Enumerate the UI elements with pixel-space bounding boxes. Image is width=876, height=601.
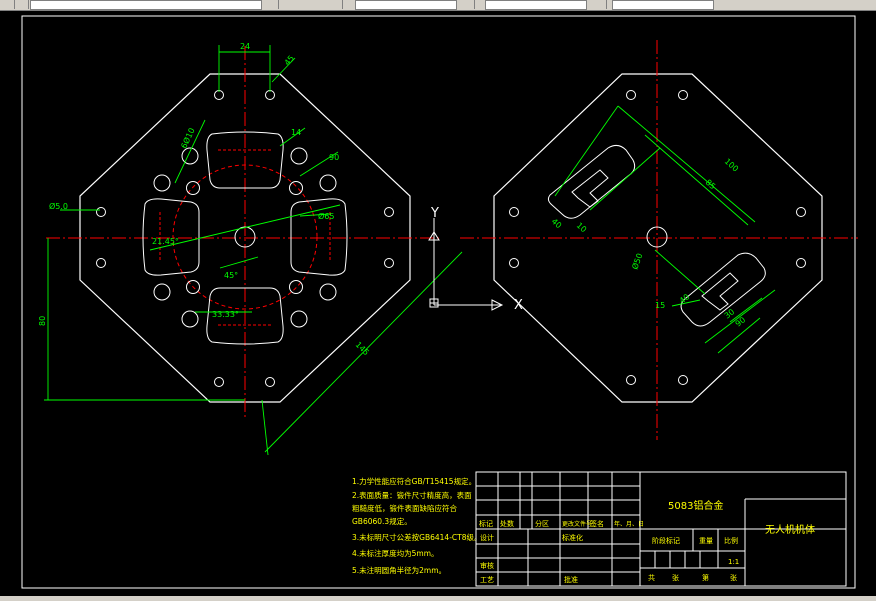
- sheets-di: 第: [702, 573, 709, 582]
- th-sign: 签名: [590, 519, 604, 528]
- dim-24: 24: [240, 42, 250, 51]
- right-outline: [493, 73, 823, 403]
- color-dropdown[interactable]: [355, 0, 457, 10]
- row-std: 标准化: [562, 533, 583, 542]
- axis-x-label: X: [514, 298, 523, 313]
- hidden-lines: [159, 149, 331, 326]
- scale-value: 1:1: [728, 558, 739, 566]
- toolbar-button[interactable]: [462, 0, 475, 9]
- dim-65: Ø65: [318, 211, 334, 221]
- right-mount-holes: [509, 90, 806, 385]
- status-bar: [0, 596, 876, 601]
- note-line: 1.力学性能应符合GB/T15415规定。: [352, 476, 476, 486]
- left-view: 24 45 6Ø10 14 90 Ø5.0 21.45° Ø65 45° 33.…: [38, 42, 463, 456]
- sheets-zhang2: 张: [730, 573, 737, 582]
- dim-phi-50: Ø50: [629, 252, 644, 271]
- sheets-zhang: 张: [672, 573, 679, 582]
- th-mark: 标记: [479, 519, 493, 528]
- dim-100: 100: [723, 157, 740, 174]
- dim-10: 10: [575, 221, 589, 235]
- note-line: 5.未注明圆角半径为2mm。: [352, 565, 446, 575]
- cad-toolbar: [0, 0, 876, 11]
- th-zone: 分区: [535, 519, 549, 528]
- row-approve: 批准: [564, 575, 578, 584]
- title-block-text: 5083铝合金 无人机机体 标记 处数 分区 更改文件号 签名 年、月、日 设计…: [479, 499, 815, 584]
- toolbar-button[interactable]: [16, 0, 29, 9]
- technical-notes: 1.力学性能应符合GB/T15415规定。 2.表面质量：锻件尺寸精度高，表面 …: [352, 476, 482, 575]
- dim-phi-left: Ø5.0: [49, 201, 68, 211]
- material-text: 5083铝合金: [668, 499, 723, 512]
- th-count: 处数: [500, 519, 514, 528]
- toolbar-button[interactable]: [594, 0, 607, 9]
- note-line: GB6060.3规定。: [352, 516, 412, 526]
- right-view: 100 85 40 10 Ø50 15 40 30 90: [460, 40, 858, 440]
- row-review: 审核: [480, 561, 494, 570]
- note-line: 4.未标注厚度均为5mm。: [352, 548, 439, 558]
- pitch-circle: [172, 164, 318, 310]
- dim-40-b: 40: [678, 292, 692, 305]
- dim-145: 145: [354, 340, 371, 357]
- right-center-hole: [646, 226, 668, 248]
- ring-holes: [153, 147, 337, 328]
- lineweight-dropdown[interactable]: [612, 0, 714, 10]
- sheets-total: 共: [648, 573, 655, 582]
- note-line: 粗糙度低，锻件表面缺陷应符合: [352, 503, 457, 513]
- axis-y-label: Y: [430, 206, 439, 221]
- dropdown-arrow-icon[interactable]: [266, 0, 279, 9]
- dim-45: 45: [283, 54, 296, 68]
- ucs-icon: Y X: [428, 206, 523, 313]
- row-stage: 阶段标记: [652, 536, 680, 545]
- row-scale: 比例: [724, 536, 738, 545]
- toolbar-button[interactable]: [2, 0, 15, 9]
- cad-drawing-canvas[interactable]: 24 45 6Ø10 14 90 Ø5.0 21.45° Ø65 45° 33.…: [0, 10, 876, 596]
- part-name-text: 无人机机体: [765, 523, 815, 536]
- dim-14: 14: [291, 128, 301, 137]
- pockets: [142, 131, 348, 345]
- row-process: 工艺: [480, 576, 494, 584]
- row-weight: 重量: [699, 537, 713, 545]
- note-line: 3.未标明尺寸公差按GB6414-CT8级。: [352, 532, 482, 542]
- dim-90: 90: [329, 153, 339, 162]
- drawing-border: [21, 15, 856, 589]
- layer-dropdown[interactable]: [30, 0, 262, 10]
- dim-40: 40: [550, 217, 564, 231]
- th-docno: 更改文件号: [562, 520, 592, 528]
- dim-angle-45: 45°: [224, 271, 238, 280]
- dim-15: 15: [655, 301, 665, 310]
- dim-hole-top: 6Ø10: [179, 126, 197, 150]
- toolbar-button[interactable]: [330, 0, 343, 9]
- row-design: 设计: [480, 533, 494, 542]
- dimension-lines: [44, 45, 463, 456]
- dim-80: 80: [38, 316, 47, 326]
- linetype-dropdown[interactable]: [485, 0, 587, 10]
- left-outline: [79, 73, 411, 403]
- dim-angle-33: 33.33°: [212, 310, 239, 319]
- note-line: 2.表面质量：锻件尺寸精度高，表面: [352, 490, 472, 500]
- th-date: 年、月、日: [614, 520, 644, 528]
- right-dimension-lines: [554, 105, 776, 354]
- title-block: [475, 471, 847, 587]
- dim-angle-21: 21.45°: [152, 237, 179, 246]
- center-hole: [234, 226, 256, 248]
